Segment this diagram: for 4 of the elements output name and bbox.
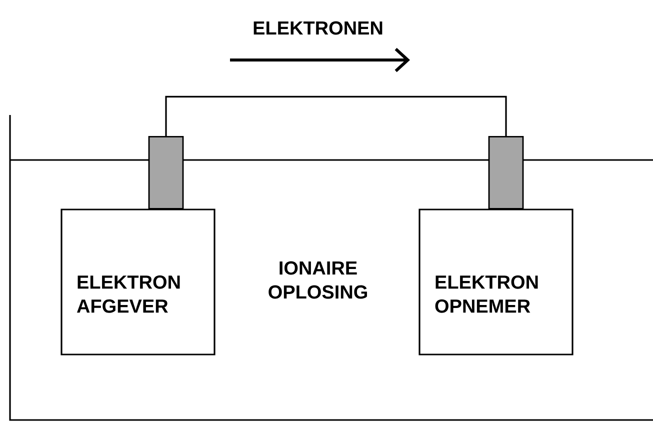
arrow-label: ELEKTRONEN	[254, 21, 382, 35]
wire	[165, 96, 507, 137]
electrode-box: ELEKTRON OPNEMER	[418, 136, 574, 356]
electrode-box: ELEKTRON AFGEVER	[60, 136, 216, 356]
